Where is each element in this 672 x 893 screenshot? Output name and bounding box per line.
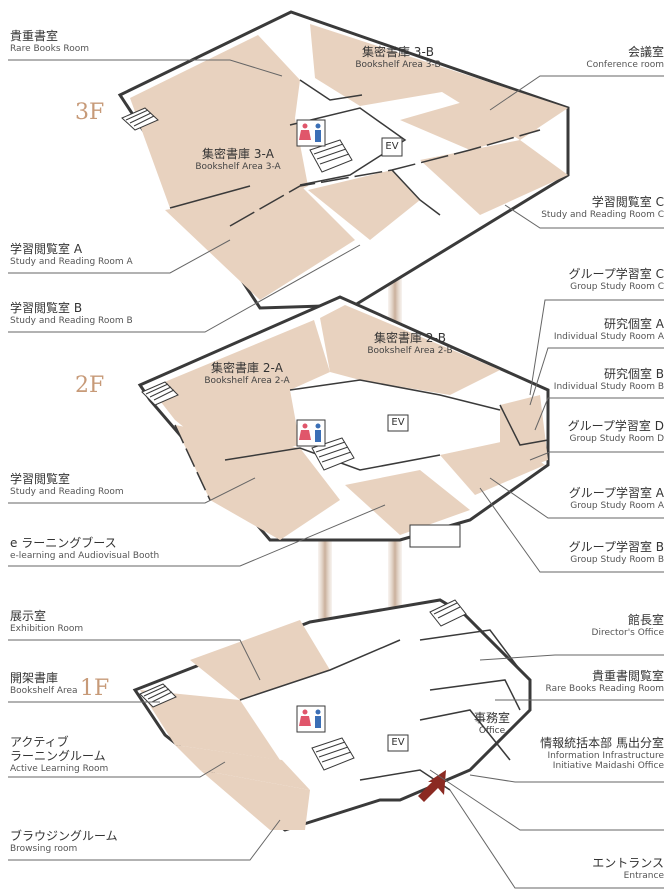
restroom-icon xyxy=(296,419,326,447)
floor-label-1f: 1F xyxy=(80,676,110,701)
bookshelf-area-2a-label: 集密書庫 2-A Bookshelf Area 2-A xyxy=(204,361,290,386)
bookshelf-area-2a-room xyxy=(150,320,330,460)
stairs-icon xyxy=(139,599,467,771)
floor-label-3f: 3F xyxy=(75,100,105,125)
exhibition-room xyxy=(190,620,330,700)
bookshelf-area-3a-room xyxy=(130,35,308,226)
active-learning-room xyxy=(175,745,310,790)
entrance-arrow-icon xyxy=(418,770,446,802)
elevator-label-2f: EV xyxy=(391,417,405,428)
office-label: 事務室 Office xyxy=(473,711,511,736)
floor-3f-plan xyxy=(117,10,570,310)
browsing-room xyxy=(200,770,310,830)
open-shelf-room xyxy=(140,690,280,760)
restroom-icon xyxy=(296,705,326,733)
restroom-icon xyxy=(296,119,326,147)
floor-2f-plan xyxy=(137,295,550,548)
conference-room xyxy=(400,100,540,150)
study-reading-2f-room xyxy=(175,425,340,540)
leader-lines xyxy=(8,59,664,889)
study-reading-a-room xyxy=(165,185,355,300)
elevator-label-1f: EV xyxy=(391,737,405,748)
bookshelf-area-3a-label: 集密書庫 3-A Bookshelf Area 3-A xyxy=(195,147,281,172)
study-reading-c-room xyxy=(420,140,568,215)
bookshelf-area-2b-label: 集密書庫 2-B Bookshelf Area 2-B xyxy=(367,331,453,356)
stairs-icon xyxy=(121,107,353,173)
group-study-rooms xyxy=(500,395,548,470)
elevator-label-3f: EV xyxy=(385,141,399,152)
bookshelf-area-3b-label: 集密書庫 3-B Bookshelf Area 3-B xyxy=(355,45,441,70)
bookshelf-area-2b-room xyxy=(320,305,500,395)
floor-1f-plan xyxy=(132,598,532,832)
bookshelf-area-3b-room xyxy=(310,24,568,140)
floor-label-2f: 2F xyxy=(75,373,105,398)
